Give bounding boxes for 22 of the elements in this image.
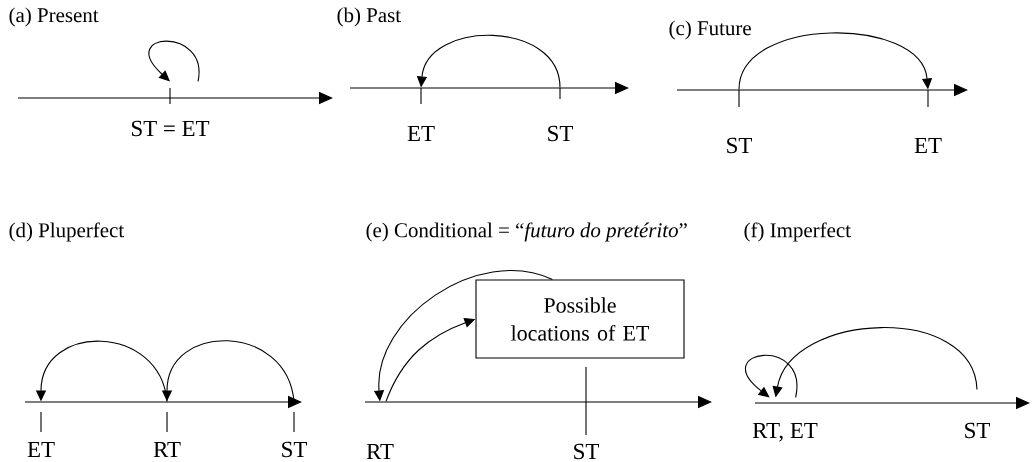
time-label: ET: [407, 125, 435, 141]
time-label: ET: [27, 441, 55, 457]
time-label: ST: [282, 441, 307, 458]
time-label: ST: [965, 422, 990, 439]
time-label: ET: [914, 137, 942, 153]
curved-arrow: [148, 40, 200, 82]
panel-title: (d) Pluperfect: [9, 222, 125, 242]
curved-arrow: [738, 32, 933, 90]
time-label: RT, ET: [752, 422, 818, 442]
curved-arrow: [745, 354, 798, 398]
time-label: ST: [727, 137, 752, 154]
panel-title: (f) Imperfect: [744, 222, 851, 242]
panel-title: (e) Conditional = “futuro do pretérito”: [366, 222, 687, 242]
panel-title: (b) Past: [337, 7, 401, 27]
time-label: ST = ET: [132, 120, 210, 137]
text-box: Possible locations of ET: [475, 279, 685, 359]
time-label: RT: [153, 441, 181, 457]
time-label: ST: [548, 125, 573, 142]
panel-title: (a) Present: [9, 7, 99, 27]
panel-title: (c) Future: [669, 20, 751, 40]
time-label: ST: [574, 443, 599, 460]
time-label: RT: [366, 443, 394, 459]
